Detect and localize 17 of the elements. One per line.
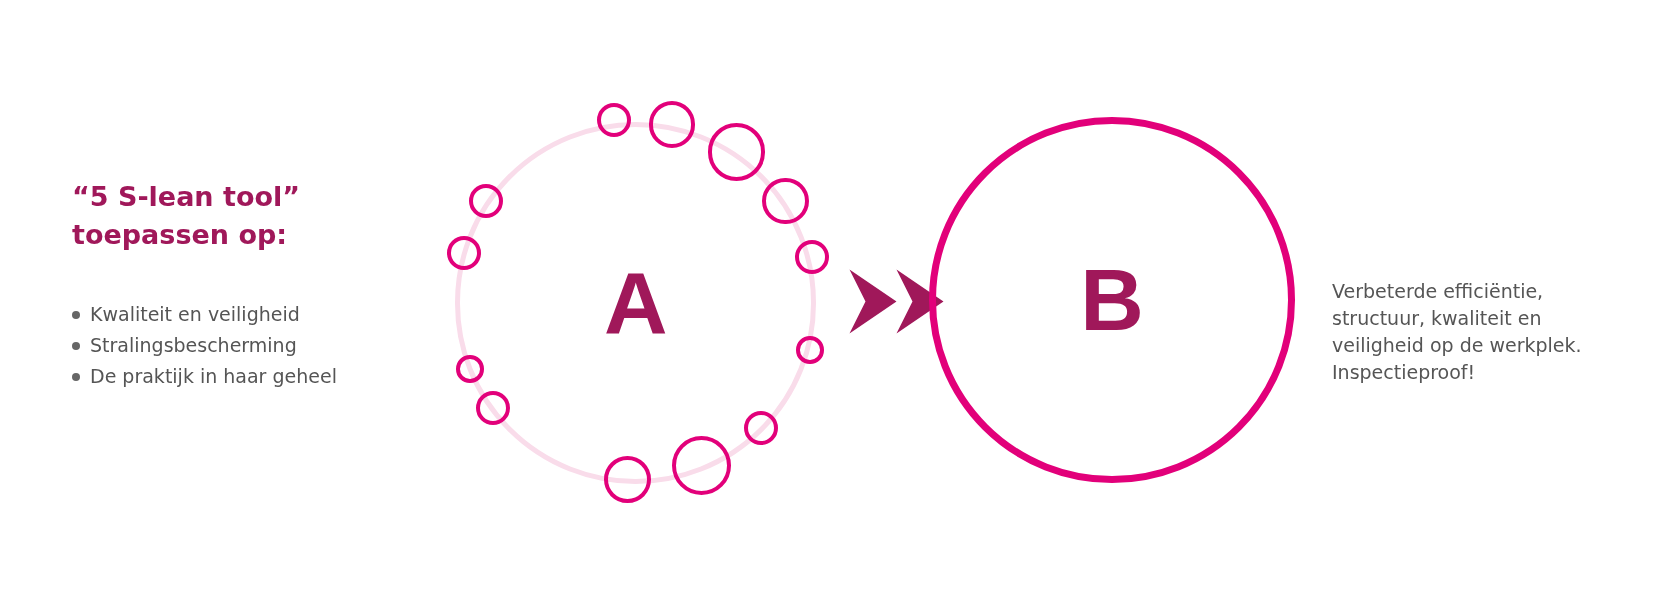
double-chevron-arrow <box>849 269 944 334</box>
small-ring-circle <box>796 335 824 364</box>
small-ring-circle <box>603 456 651 503</box>
small-ring-circle <box>795 240 830 275</box>
small-ring-circle <box>648 101 696 148</box>
bullet-item: Stralingsbescherming <box>72 334 297 356</box>
node-letter: B <box>1080 255 1144 344</box>
small-ring-circle <box>671 435 732 496</box>
node-letter: A <box>603 258 668 347</box>
heading: “5 S-lean tool” toepassen op: <box>72 180 301 252</box>
small-ring-circle <box>446 236 481 271</box>
small-ring-circle <box>597 103 632 138</box>
circle-node <box>929 116 1295 483</box>
bullet-item: De praktijk in haar geheel <box>72 365 337 387</box>
circle-node <box>455 122 817 484</box>
result-text: Verbeterde efficiëntie, structuur, kwaliteit en veiligheid op de werkplek. Inspectieproof! <box>1332 279 1583 385</box>
bullet-item: Kwaliteit en veiligheid <box>72 303 300 325</box>
